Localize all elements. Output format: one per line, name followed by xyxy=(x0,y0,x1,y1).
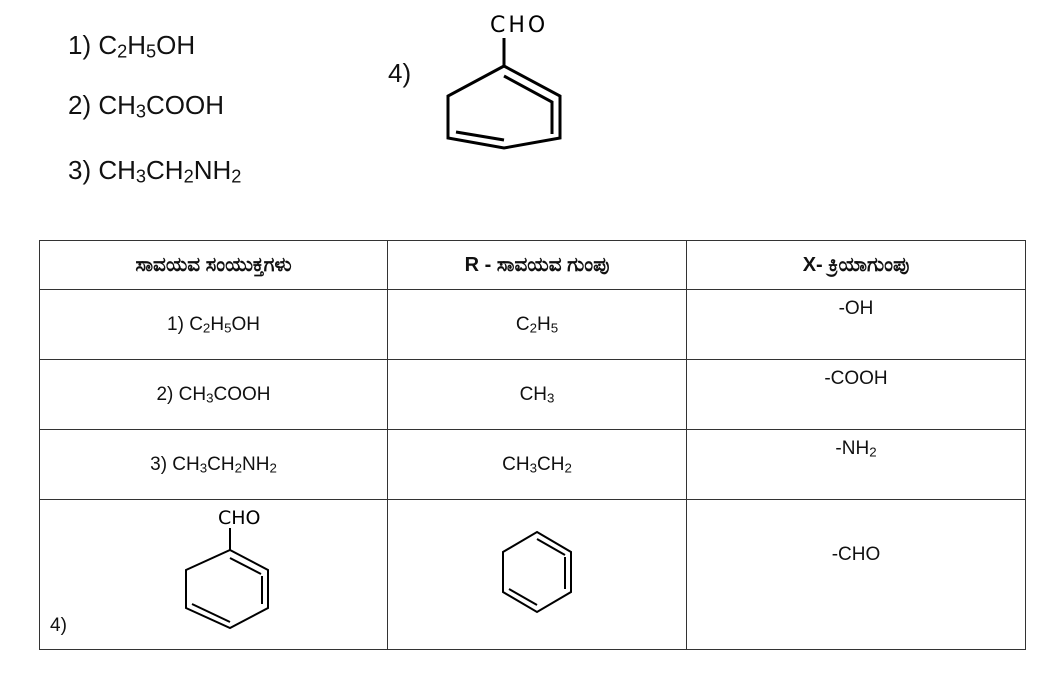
table-cell: -COOH xyxy=(686,359,1026,430)
compound-3: 3) CH3CH2NH2 xyxy=(68,155,242,187)
benzaldehyde-structure: CHO xyxy=(446,13,562,150)
cho-label: CHO xyxy=(218,507,261,529)
table-cell: CH3CH2 xyxy=(387,429,687,500)
table-cell: CH3 xyxy=(387,359,687,430)
table-cell: C2H5 xyxy=(387,289,687,360)
table-cell: 1) C2H5OH xyxy=(39,289,388,360)
header-compounds: ಸಾವಯವ ಸಂಯುಕ್ತಗಳು xyxy=(39,240,388,290)
table-cell: 3) CH3CH2NH2 xyxy=(39,429,388,500)
benzaldehyde-structure: CHO xyxy=(185,507,269,630)
row4-number: 4) xyxy=(50,615,67,636)
table-cell: 2) CH3COOH xyxy=(39,359,388,430)
benzene-structure xyxy=(502,530,572,613)
cho-label: CHO xyxy=(490,13,548,38)
header-x-group: X- ಕ್ರಿಯಾಗುಂಪು xyxy=(686,240,1026,290)
header-r-group: R - ಸಾವಯವ ಗುಂಪು xyxy=(387,240,687,290)
functional-group-table: ಸಾವಯವ ಸಂಯುಕ್ತಗಳು R - ಸಾವಯವ ಗುಂಪು X- ಕ್ರಿ… xyxy=(39,240,1026,650)
table-row: 4) CHO -CHO xyxy=(39,499,1026,650)
table-cell: -OH xyxy=(686,289,1026,360)
x-group-cho: -CHO xyxy=(686,499,1026,650)
table-cell: -NH2 xyxy=(686,429,1026,500)
compound-2: 2) CH3COOH xyxy=(68,90,225,122)
compound-4-label: 4) xyxy=(388,58,412,88)
compound-1: 1) C2H5OH xyxy=(68,30,196,62)
